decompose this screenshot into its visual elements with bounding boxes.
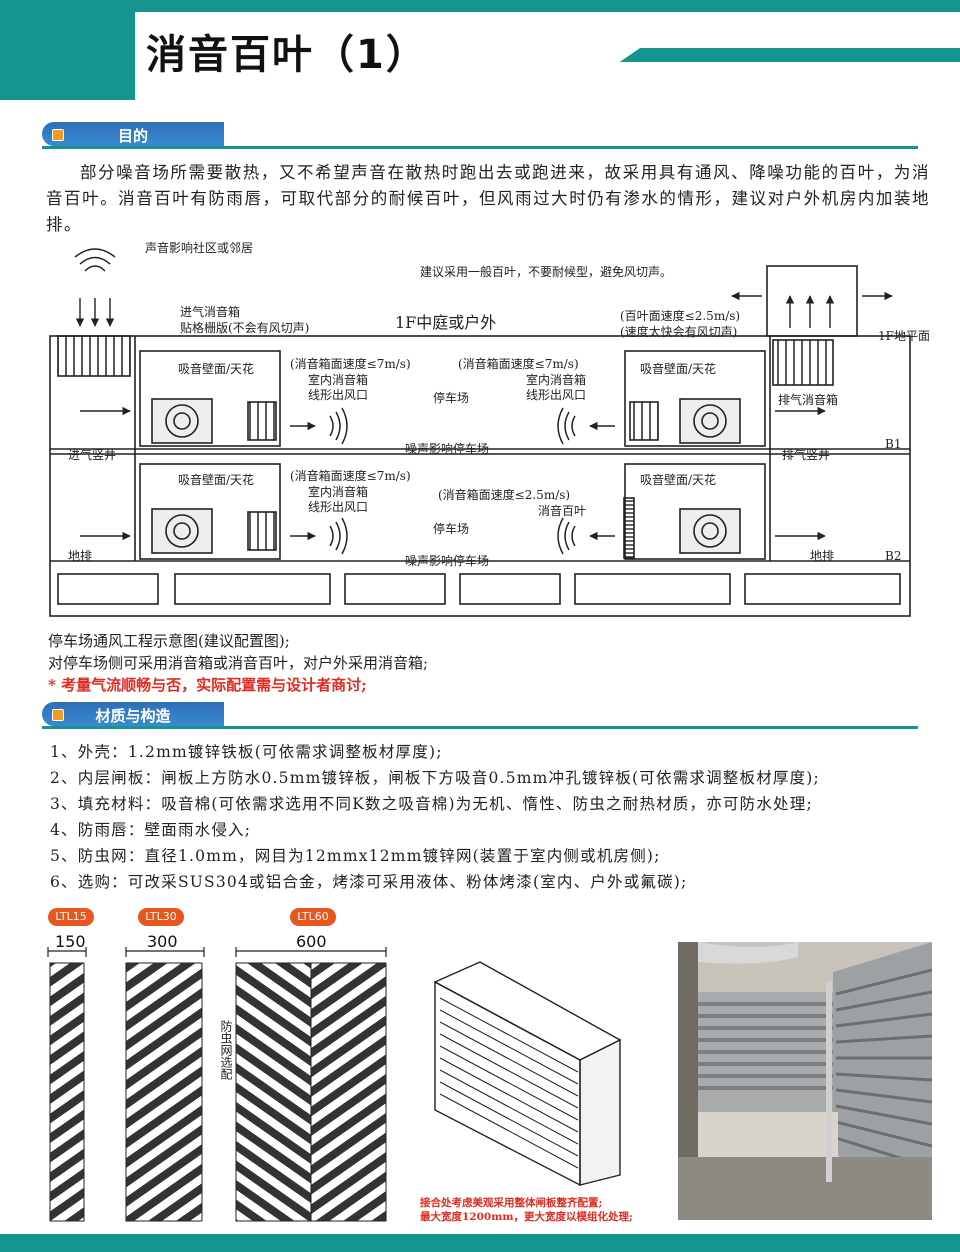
label-b2: B2 [885,549,901,563]
parking-ventilation-diagram: 声音影响社区或邻居 进气消音箱 贴格栅版(不会有风切声) 1F中庭或户外 建议采… [49,240,930,617]
label-linear-outlet: 线形出风口 [308,388,368,402]
label-drain: 地排 [810,549,834,563]
label-parking-noise: 噪声影响停车场 [405,441,489,456]
header-band [0,0,960,100]
label-indoor-box: 室内消音箱 [308,484,368,499]
label-community: 声音影响社区或邻居 [145,240,253,255]
label-parking-noise: 噪声影响停车场 [405,553,489,568]
label-wall-ceiling: 吸音壁面/天花 [640,361,716,376]
label-exhaust-box: 排气消音箱 [778,392,838,407]
model-badge: LTL30 [138,908,184,926]
label-wall-ceiling: 吸音壁面/天花 [640,472,716,487]
label-linear-outlet: 线形出风口 [308,500,368,514]
footer-band [0,1234,960,1252]
illustration-caption: 接合处考虑美观采用整体闸板整齐配置; 最大宽度1200mm，更大宽度以模组化处理… [420,1197,633,1223]
louver-sections: 防虫网选配 [47,947,387,1222]
bullet-icon [52,129,64,141]
label-parking: 停车场 [433,521,469,536]
label-courtyard: 1F中庭或户外 [395,313,496,332]
section-title: 目的 [117,127,148,145]
label-ground: 1F地平面 [878,329,930,343]
sound-wave-icon [74,248,576,555]
label-wall-ceiling: 吸音壁面/天花 [178,472,254,487]
section-header-purpose: 目的 [42,122,918,152]
label-box-speed-low: (消音箱面速度≤2.5m/s) [438,487,570,502]
label-b1: B1 [885,437,901,451]
dim-label: 150 [55,932,86,951]
note-line: 对停车场侧可采用消音箱或消音百叶，对户外采用消音箱; [48,654,429,672]
model-badge: LTL60 [290,908,336,926]
label-exhaust-shaft: 排气竖井 [782,447,830,462]
spec-item: 1、外壳：1.2mm镀锌铁板(可依需求调整板材厚度); [50,743,443,761]
page-title: 消音百叶（1） [146,32,428,78]
label-louver-speed: (百叶面速度≤2.5m/s) [620,308,740,323]
label-box-speed: (消音箱面速度≤7m/s) [458,356,579,371]
label-parking: 停车场 [433,390,469,405]
dim-label: 600 [296,932,327,951]
spec-item: 5、防虫网：直径1.0mm，网目为12mmx12mm镀锌网(装置于室内侧或机房侧… [50,847,661,865]
label-louver-warning: (速度太快会有风切声) [620,324,737,339]
label-indoor-box: 室内消音箱 [526,372,586,387]
spec-item: 2、内层闸板：闸板上方防水0.5mm镀锌板，闸板下方吸音0.5mm冲孔镀锌板(可… [50,769,820,787]
label-inlet-grille: 贴格栅版(不会有风切声) [180,320,309,335]
label-drain: 地排 [68,549,92,563]
louver-box-illustration [433,961,622,1187]
label-inlet-shaft: 进气竖井 [68,447,116,462]
spec-item: 6、选购：可改采SUS304或铝合金，烤漆可采用液体、粉体烤漆(室内、户外或氟碳… [50,873,688,891]
label-box-speed: (消音箱面速度≤7m/s) [290,356,411,371]
model-badge: LTL15 [48,908,94,926]
bullet-icon [52,709,64,721]
label-indoor-box: 室内消音箱 [308,372,368,387]
label-linear-outlet: 线形出风口 [526,388,586,402]
label-wall-ceiling: 吸音壁面/天花 [178,361,254,376]
purpose-paragraph: 部分噪音场所需要散热，又不希望声音在散热时跑出去或跑进来，故采用具有通风、降噪功… [46,163,930,234]
spec-item: 3、填充材料：吸音棉(可依需求选用不同K数之吸音棉)为无机、惰性、防虫之耐热材质… [50,795,813,813]
spec-item: 4、防雨唇：壁面雨水侵入; [50,821,252,839]
label-inlet-box: 进气消音箱 [180,304,240,319]
dim-label: 300 [147,932,178,951]
label-box-speed: (消音箱面速度≤7m/s) [290,468,411,483]
note-warning: * 考量气流顺畅与否，实际配置需与设计者商讨; [48,676,367,694]
label-silencer-louver: 消音百叶 [538,503,586,518]
label-suggest: 建议采用一般百叶，不要耐候型，避免风切声。 [420,264,672,279]
label-insect-net: 防虫网选配 [219,1019,233,1080]
note-line: 停车场通风工程示意图(建议配置图); [48,632,290,650]
installed-louver-photo [678,942,932,1220]
section-title: 材质与构造 [95,707,171,725]
section-header-material: 材质与构造 [42,702,918,732]
